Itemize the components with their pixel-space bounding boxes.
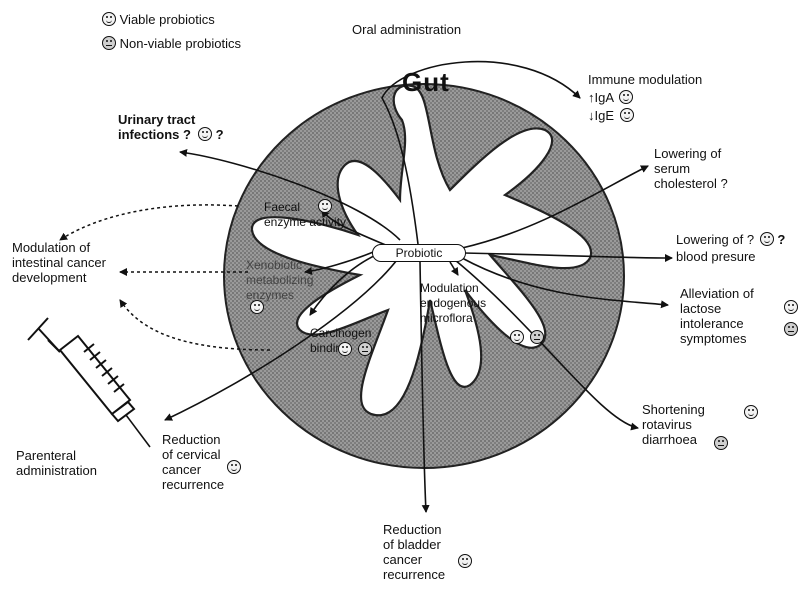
- syringe-icon: [28, 318, 150, 447]
- non-viable-face-icon: [102, 36, 116, 50]
- dotted-arrow-faecal: [60, 205, 238, 240]
- viable-smiley-icon: [250, 300, 264, 314]
- viable-smiley-icon: [318, 199, 332, 213]
- lactose-face-2: [782, 322, 798, 337]
- uti-faces: ?: [196, 127, 224, 142]
- legend-viable: Viable probiotics: [100, 12, 215, 27]
- lactose-face-1: [782, 300, 798, 315]
- uti-label: Urinary tract infections ?: [118, 112, 195, 142]
- non-viable-face-icon: [714, 436, 728, 450]
- viable-smiley-icon: [619, 90, 633, 104]
- ige-label: ↓IgE: [588, 108, 614, 123]
- viable-smiley-icon: [760, 232, 774, 246]
- gut-title: Gut: [402, 68, 450, 96]
- xenobiotic-enzymes-label: Xenobiotic metabolizing enzymes: [246, 258, 313, 303]
- viable-smiley-icon: [102, 12, 116, 26]
- iga-row: ↑IgA: [588, 90, 633, 105]
- cholesterol-label: Lowering of serum cholesterol ?: [654, 146, 728, 191]
- carcinogen-faces: [336, 342, 372, 357]
- viable-smiley-icon: [198, 127, 212, 141]
- rotavirus-face-2: [712, 436, 728, 451]
- non-viable-face-icon: [530, 330, 544, 344]
- microflora-faces: [508, 330, 544, 345]
- viable-smiley-icon: [744, 405, 758, 419]
- viable-smiley-icon: [510, 330, 524, 344]
- blood-pressure-row: Lowering of ? ?: [676, 232, 785, 247]
- faecal-face: [316, 199, 332, 214]
- non-viable-face-icon: [358, 342, 372, 356]
- lactose-label: Alleviation of lactose intolerance sympt…: [680, 286, 754, 346]
- probiotic-center-label: Probiotic: [372, 244, 466, 262]
- xenobiotic-face: [248, 300, 264, 315]
- oral-administration-label: Oral administration: [352, 22, 461, 37]
- viable-smiley-icon: [458, 554, 472, 568]
- legend-non-viable: Non-viable probiotics: [100, 36, 241, 51]
- legend-non-viable-label: Non-viable probiotics: [120, 36, 241, 51]
- bladder-label: Reduction of bladder cancer recurrence: [383, 522, 445, 582]
- non-viable-face-icon: [784, 322, 798, 336]
- blood-pressure-label: Lowering of ?: [676, 232, 754, 247]
- viable-smiley-icon: [227, 460, 241, 474]
- faecal-enzyme-label: Faecal enzyme activity: [264, 200, 346, 230]
- viable-smiley-icon: [338, 342, 352, 356]
- parenteral-label: Parenteral administration: [16, 448, 97, 478]
- legend-viable-label: Viable probiotics: [120, 12, 215, 27]
- immune-modulation-label: Immune modulation: [588, 72, 702, 87]
- viable-smiley-icon: [620, 108, 634, 122]
- bladder-face: [456, 554, 472, 569]
- microflora-label: Modulation endogenous microflora: [420, 281, 486, 326]
- iga-label: ↑IgA: [588, 90, 613, 105]
- cervical-label: Reduction of cervical cancer recurrence: [162, 432, 224, 492]
- viable-smiley-icon: [784, 300, 798, 314]
- rotavirus-face-1: [742, 405, 758, 420]
- blood-pressure-label-2: blood presure: [676, 249, 756, 264]
- ige-row: ↓IgE: [588, 108, 634, 123]
- uti-question: ?: [216, 127, 224, 142]
- blood-pressure-question: ?: [777, 232, 785, 247]
- intestinal-cancer-label: Modulation of intestinal cancer developm…: [12, 240, 106, 285]
- rotavirus-label: Shortening rotavirus diarrhoea: [642, 402, 705, 447]
- cervical-face: [225, 460, 241, 475]
